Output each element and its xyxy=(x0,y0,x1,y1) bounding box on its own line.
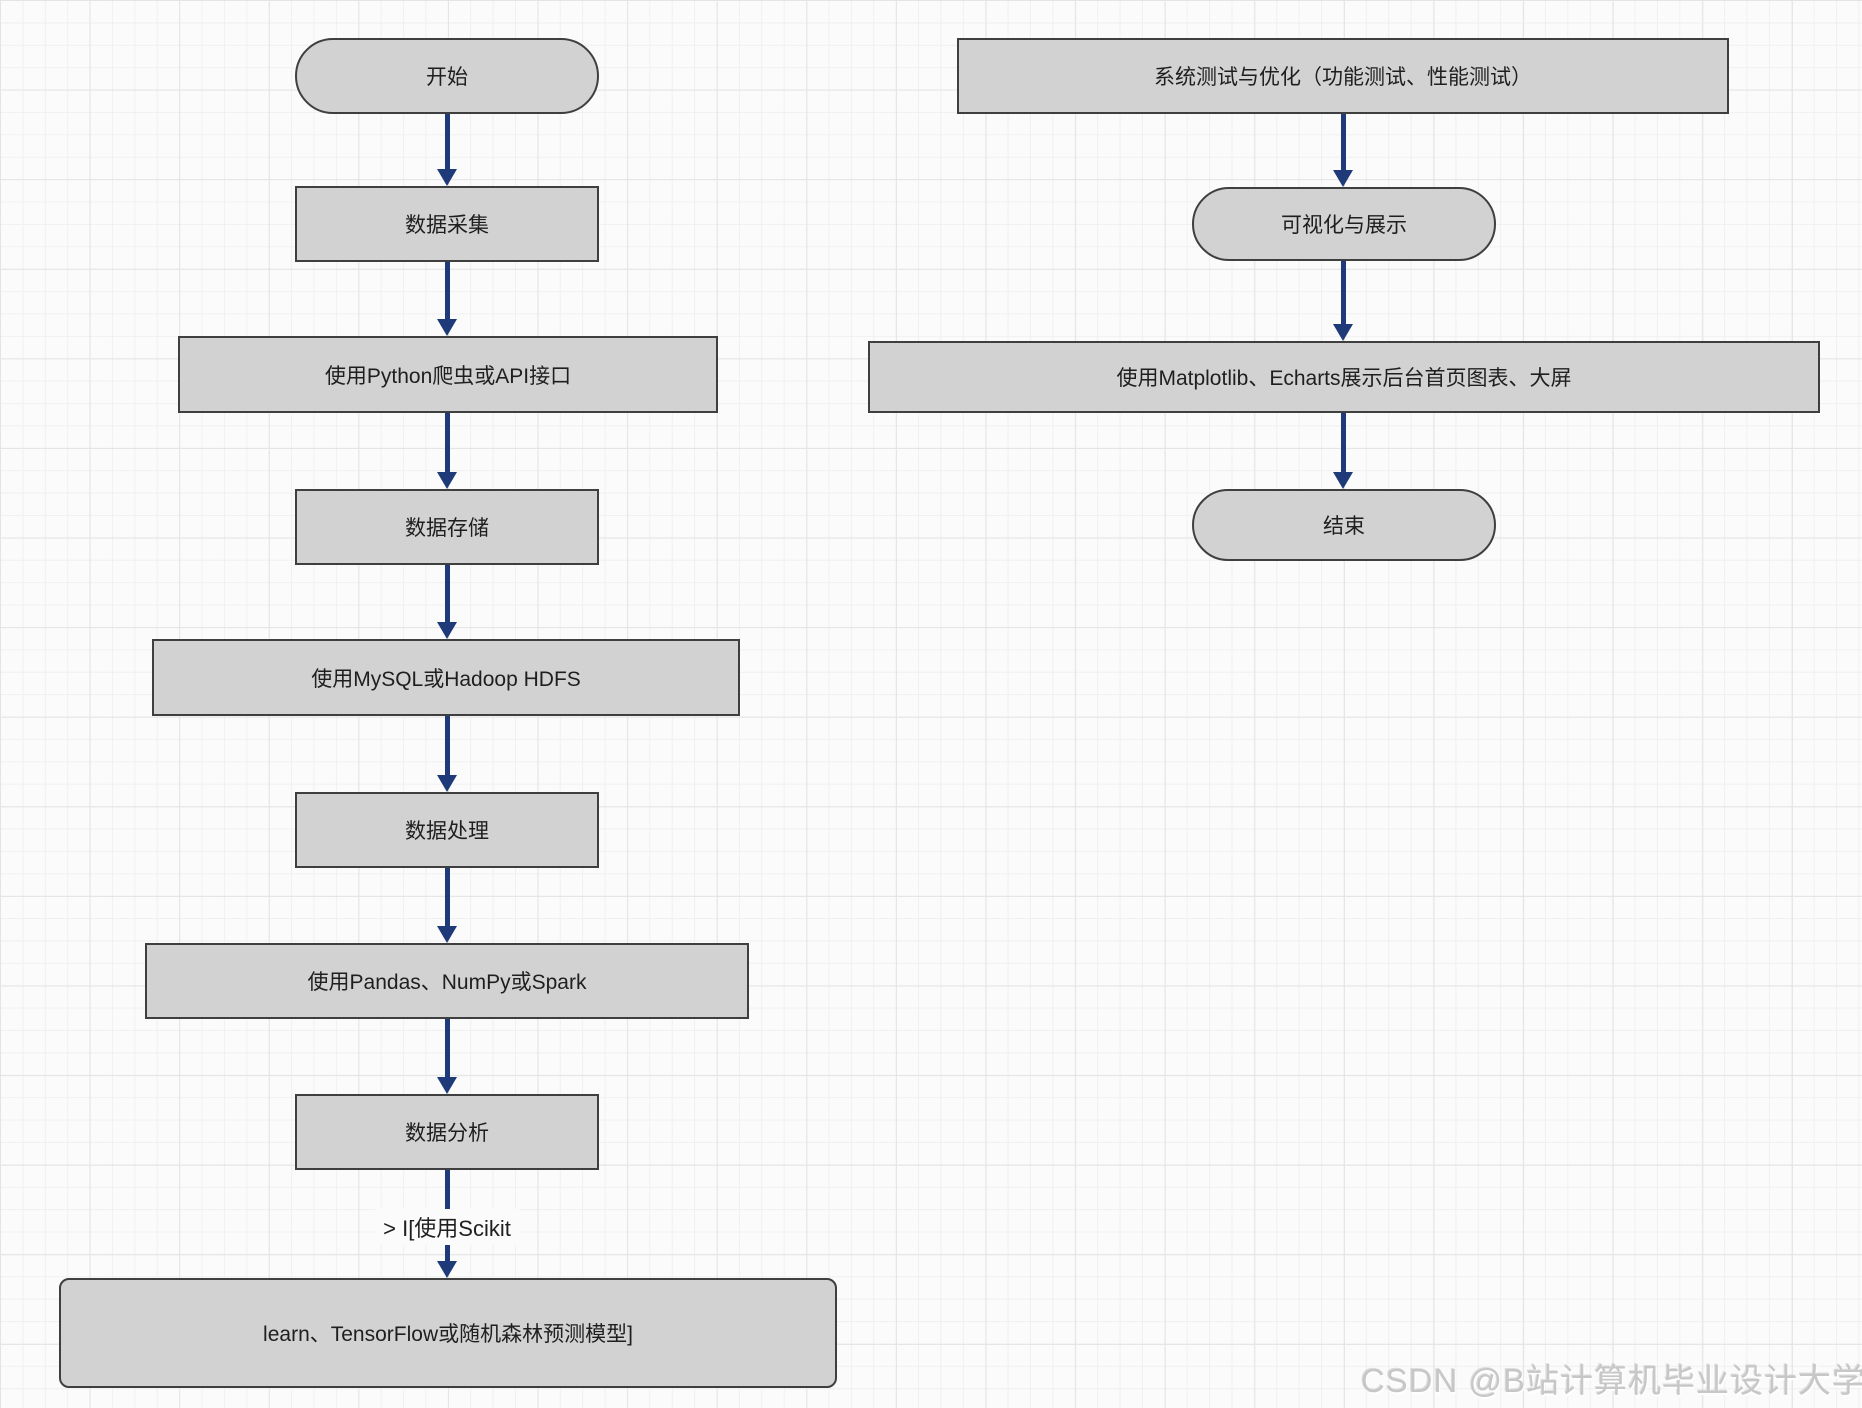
node-visualization[interactable]: 可视化与展示 xyxy=(1192,187,1496,261)
node-mysql-hadoop[interactable]: 使用MySQL或Hadoop HDFS xyxy=(152,639,740,716)
arrow-head-icon xyxy=(1333,170,1353,187)
arrow-crawler-to-storage[interactable] xyxy=(435,413,459,489)
arrow-shaft xyxy=(444,868,450,930)
arrow-head-icon xyxy=(437,472,457,489)
arrow-head-icon xyxy=(1333,324,1353,341)
arrow-visualization-to-charts[interactable] xyxy=(1331,261,1355,341)
arrow-shaft xyxy=(444,114,450,173)
node-ml-model[interactable]: learn、TensorFlow或随机森林预测模型] xyxy=(59,1278,837,1388)
node-data-processing[interactable]: 数据处理 xyxy=(295,792,599,868)
arrow-collection-to-crawler[interactable] xyxy=(435,262,459,336)
arrow-head-icon xyxy=(1333,472,1353,489)
node-matplotlib-echarts[interactable]: 使用Matplotlib、Echarts展示后台首页图表、大屏 xyxy=(868,341,1820,413)
arrow-shaft xyxy=(444,413,450,476)
arrow-mysql-to-processing[interactable] xyxy=(435,716,459,792)
node-pandas-numpy-spark[interactable]: 使用Pandas、NumPy或Spark xyxy=(145,943,749,1019)
node-system-testing[interactable]: 系统测试与优化（功能测试、性能测试） xyxy=(957,38,1729,114)
node-data-collection[interactable]: 数据采集 xyxy=(295,186,599,262)
arrow-processing-to-pandas[interactable] xyxy=(435,868,459,943)
arrow-charts-to-end[interactable] xyxy=(1331,413,1355,489)
arrow-testing-to-visualization[interactable] xyxy=(1331,114,1355,187)
arrow-head-icon xyxy=(437,1077,457,1094)
arrow-head-icon xyxy=(437,169,457,186)
arrow-storage-to-mysql[interactable] xyxy=(435,565,459,639)
arrow-head-icon xyxy=(437,775,457,792)
arrow-head-icon xyxy=(437,926,457,943)
arrow-shaft xyxy=(1340,261,1346,328)
arrow-shaft xyxy=(1340,114,1346,174)
arrow-head-icon xyxy=(437,622,457,639)
arrow-shaft xyxy=(444,716,450,779)
arrow-shaft xyxy=(444,1019,450,1081)
node-data-analysis[interactable]: 数据分析 xyxy=(295,1094,599,1170)
arrow-shaft xyxy=(444,565,450,626)
arrow-shaft xyxy=(1340,413,1346,476)
node-end[interactable]: 结束 xyxy=(1192,489,1496,561)
csdn-watermark: CSDN @B站计算机毕业设计大学 xyxy=(1360,1362,1862,1399)
arrow-head-icon xyxy=(437,1261,457,1278)
arrow-shaft xyxy=(444,262,450,323)
edge-label-scikit[interactable]: > I[使用Scikit xyxy=(375,1209,519,1245)
arrow-start-to-collection[interactable] xyxy=(435,114,459,186)
node-python-crawler-api[interactable]: 使用Python爬虫或API接口 xyxy=(178,336,718,413)
arrow-pandas-to-analysis[interactable] xyxy=(435,1019,459,1094)
node-start[interactable]: 开始 xyxy=(295,38,599,114)
node-data-storage[interactable]: 数据存储 xyxy=(295,489,599,565)
arrow-head-icon xyxy=(437,319,457,336)
